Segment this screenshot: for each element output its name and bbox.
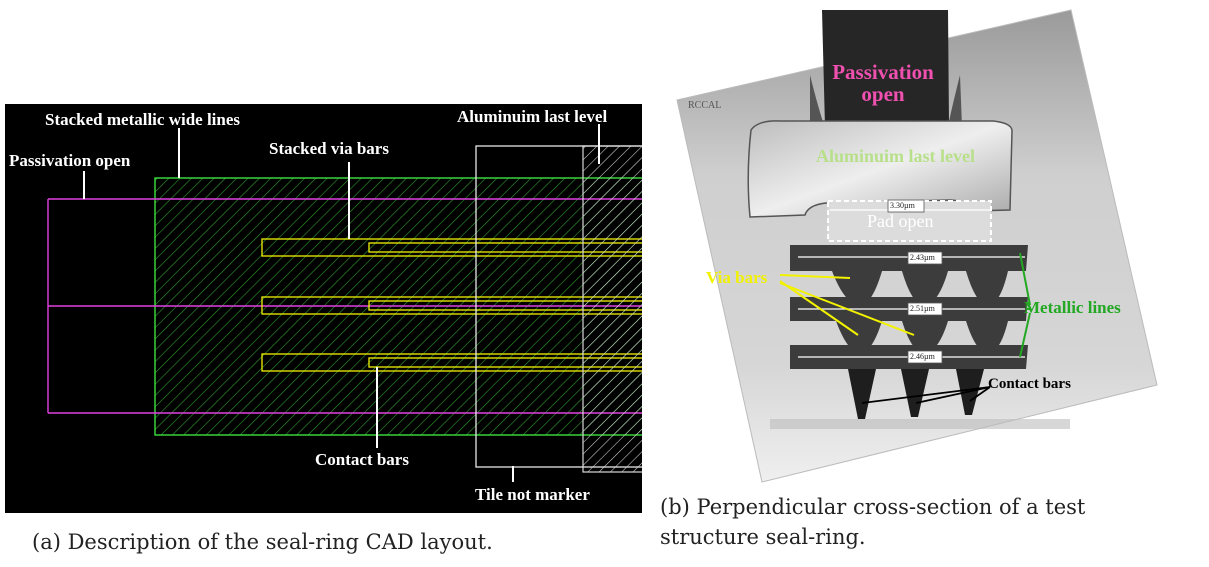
label-stacked-via-bars: Stacked via bars — [269, 139, 389, 158]
label-aluminium-last-level: Aluminuim last level — [457, 107, 608, 126]
measurement-badges — [887, 199, 943, 364]
aluminium-last-level-region — [582, 145, 642, 473]
cad-layout-drawing — [47, 124, 642, 482]
cad-layout-panel: Stacked metallic wide lines Aluminuim la… — [5, 104, 642, 513]
via-bar-1b — [902, 271, 948, 305]
contact-bars-callouts — [861, 386, 991, 404]
label-pad-open: Pad open — [867, 211, 934, 231]
label-metallic-lines: Metallic lines — [1024, 298, 1121, 317]
via-bars-callouts — [779, 274, 915, 336]
passivation-outline — [47, 198, 642, 414]
passivation-open-line2: open — [861, 82, 905, 107]
tile-not-marker-outline — [475, 145, 642, 468]
caption-b-line2: structure seal-ring. — [660, 525, 866, 550]
metallic-lines-callouts — [1019, 252, 1031, 358]
label-tile-not-marker: Tile not marker — [475, 485, 590, 504]
contact-bar-2 — [901, 369, 929, 417]
measure-m1: 2.43µm — [910, 253, 935, 262]
passivation-open-line1: Passivation — [832, 60, 934, 84]
cross-section-photo — [676, 9, 1158, 483]
measure-m3: 2.46µm — [910, 352, 935, 361]
measure-m2: 2.51µm — [910, 304, 935, 313]
label-aluminium-last-level-b: Aluminuim last level — [816, 146, 976, 166]
label-passivation-open-b: Passivation open — [818, 61, 948, 105]
label-contact-bars-b: Contact bars — [988, 376, 1071, 392]
cross-section-panel: RCCAL Passivation open Aluminuim last le… — [650, 5, 1209, 485]
label-contact-bars: Contact bars — [315, 450, 409, 469]
via-bar-1a — [832, 271, 882, 305]
label-stacked-metallic-wide-lines: Stacked metallic wide lines — [45, 110, 241, 129]
photo-watermark: RCCAL — [688, 100, 722, 111]
via-bar-1c — [966, 271, 1008, 305]
passivation-block — [822, 10, 949, 127]
label-passivation-open: Passivation open — [9, 151, 131, 170]
contact-bar-1 — [848, 369, 876, 419]
via-bars — [261, 238, 642, 372]
callout-lines — [83, 124, 600, 482]
caption-b-line1: (b) Perpendicular cross-section of a tes… — [660, 495, 1086, 519]
measure-pad: 3.30µm — [890, 201, 915, 210]
caption-b: (b) Perpendicular cross-section of a tes… — [660, 492, 1085, 553]
caption-a: (a) Description of the seal-ring CAD lay… — [32, 530, 493, 554]
label-via-bars: Via bars — [706, 268, 768, 287]
